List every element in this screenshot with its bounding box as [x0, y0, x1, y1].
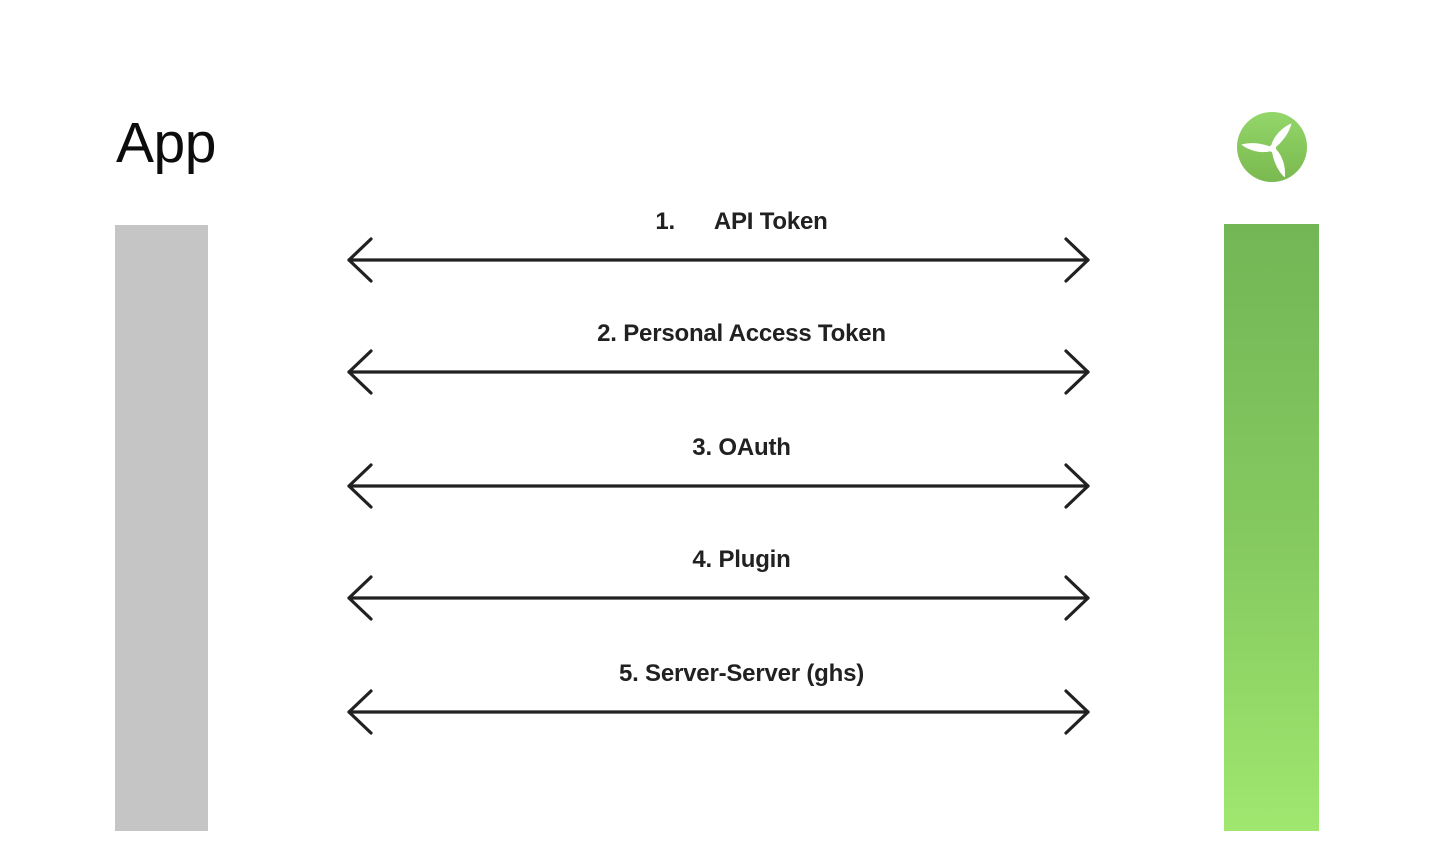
connection-label: 5. Server-Server (ghs)	[618, 660, 865, 687]
connection-label: 2. Personal Access Token	[597, 320, 886, 347]
connection-row: 5. Server-Server (ghs)	[344, 660, 1093, 736]
connection-label: 4. Plugin	[692, 546, 791, 573]
page-title: App	[116, 111, 216, 175]
double-arrow-icon	[347, 237, 1090, 283]
double-arrow-icon	[347, 575, 1090, 621]
connection-label: 1. API Token	[655, 208, 828, 235]
connection-row: 4. Plugin	[344, 546, 1093, 622]
double-arrow-icon	[347, 349, 1090, 395]
connection-row: 2. Personal Access Token	[344, 320, 1093, 396]
connection-row: 3. OAuth	[344, 434, 1093, 510]
double-arrow-icon	[347, 689, 1090, 735]
connection-row: 1. API Token	[344, 208, 1093, 284]
connections-group: 1. API Token 2. Personal Access Token 3.…	[344, 0, 1093, 844]
turbine-logo-icon	[1236, 111, 1308, 183]
double-arrow-icon	[347, 463, 1090, 509]
app-lifeline-bar	[115, 225, 208, 831]
service-lifeline-bar	[1224, 224, 1319, 831]
connection-label: 3. OAuth	[692, 434, 791, 461]
